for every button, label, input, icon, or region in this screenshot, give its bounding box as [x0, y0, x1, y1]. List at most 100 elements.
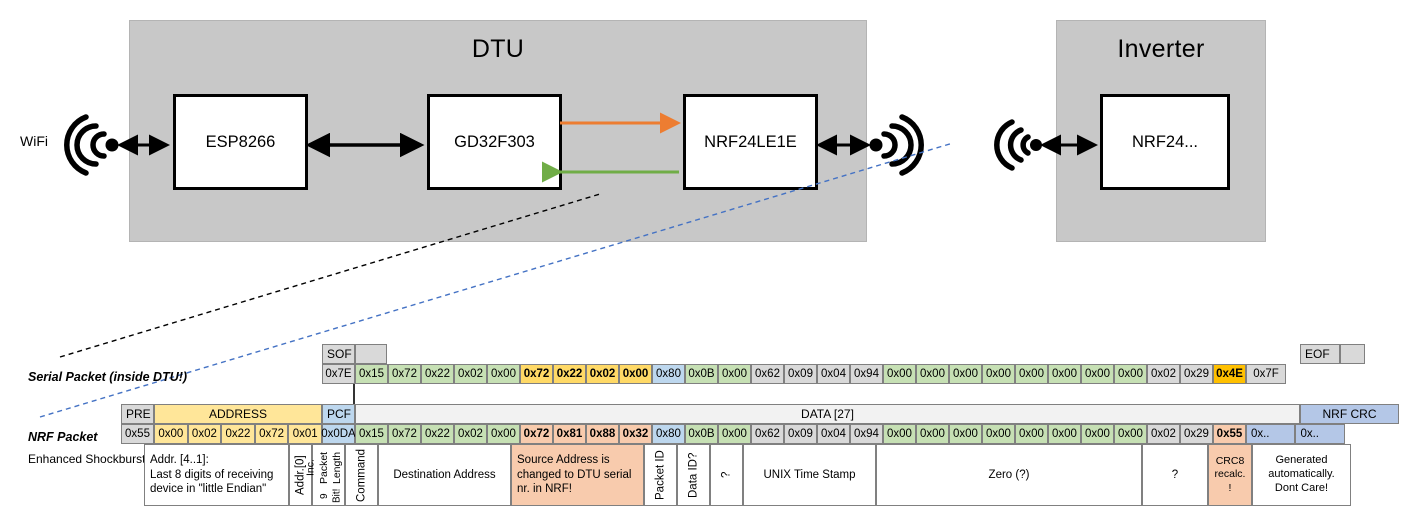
- nrf-byte-11: 0x00: [717, 424, 751, 444]
- nrf-address-byte-3: 0x72: [254, 424, 289, 444]
- nrf-crc-byte-0: 0x..: [1245, 424, 1296, 444]
- serial-byte-6: 0x22: [553, 364, 586, 384]
- nrf-address-header: ADDRESS: [154, 404, 322, 424]
- dtu-title: DTU: [471, 35, 525, 63]
- block-diagram: DTU ESP8266 GD32F303 NRF24LE1E WiFi Inve…: [20, 20, 1266, 242]
- nrf-address-byte-1: 0x02: [187, 424, 222, 444]
- chip-nrf24le1e-label: NRF24LE1E: [704, 132, 797, 151]
- serial-eof-header-spacer: [1340, 344, 1365, 364]
- desc-crc8: CRC8 recalc. !: [1208, 444, 1252, 506]
- nrf-byte-12: 0x62: [750, 424, 784, 444]
- serial-byte-26: 0x4E: [1213, 364, 1246, 384]
- desc-unknown-2: ?: [1142, 444, 1208, 506]
- serial-byte-20: 0x00: [1015, 364, 1048, 384]
- nrf-byte-17: 0x00: [915, 424, 949, 444]
- serial-eof-header-row: EOF: [1300, 344, 1365, 364]
- nrf-byte-2: 0x22: [420, 424, 454, 444]
- desc-unix-timestamp: UNIX Time Stamp: [743, 444, 876, 506]
- nrf-pre-value: 0x55: [121, 424, 154, 444]
- desc-pcf-len: Inc. Packet Length: [304, 451, 343, 484]
- serial-byte-10: 0x0B: [685, 364, 718, 384]
- desc-pcf-bits: 9 Bit!: [319, 488, 343, 503]
- serial-byte-16: 0x00: [883, 364, 916, 384]
- nrf-byte-26: 0x55: [1212, 424, 1246, 444]
- nrf-byte-4: 0x00: [486, 424, 520, 444]
- serial-header-row: SOF: [322, 344, 387, 364]
- nrf-address-byte-0: 0x00: [154, 424, 188, 444]
- wifi-label: WiFi: [20, 133, 48, 149]
- serial-byte-11: 0x00: [718, 364, 751, 384]
- chip-nrf24-label: NRF24...: [1131, 132, 1199, 151]
- nrf-crc-group: 0x..0x..: [1245, 424, 1345, 444]
- desc-data-id: Data ID?: [677, 444, 710, 506]
- nrf-byte-0: 0x15: [354, 424, 388, 444]
- serial-byte-25: 0x29: [1180, 364, 1213, 384]
- serial-byte-24: 0x02: [1147, 364, 1180, 384]
- serial-byte-21: 0x00: [1048, 364, 1081, 384]
- serial-byte-18: 0x00: [949, 364, 982, 384]
- serial-packet-label: Serial Packet (inside DTU!): [28, 370, 188, 384]
- desc-destination-address: Destination Address: [378, 444, 511, 506]
- serial-header-spacer: [355, 344, 387, 364]
- serial-byte-13: 0x09: [784, 364, 817, 384]
- nrf-byte-9: 0x80: [651, 424, 685, 444]
- chip-gd32f303-label: GD32F303: [454, 132, 535, 151]
- serial-sof-header: SOF: [322, 344, 355, 364]
- desc-zero: Zero (?): [876, 444, 1142, 506]
- nrf-byte-8: 0x32: [618, 424, 652, 444]
- nrf-byte-19: 0x00: [981, 424, 1015, 444]
- nrf-pre-header: PRE: [121, 404, 154, 424]
- nrf-pcf-value: 0x0DA: [321, 424, 356, 444]
- desc-command: Command: [345, 444, 378, 506]
- serial-byte-15: 0x94: [850, 364, 883, 384]
- serial-byte-8: 0x00: [619, 364, 652, 384]
- nrf-byte-5: 0x72: [519, 424, 553, 444]
- nrf-crc-byte-1: 0x..: [1295, 424, 1345, 444]
- serial-byte-23: 0x00: [1114, 364, 1147, 384]
- nrf-byte-24: 0x02: [1146, 424, 1180, 444]
- nrf-byte-21: 0x00: [1047, 424, 1081, 444]
- serial-byte-7: 0x02: [586, 364, 619, 384]
- desc-unknown-1: ?: [710, 444, 743, 506]
- serial-byte-17: 0x00: [916, 364, 949, 384]
- serial-byte-3: 0x02: [454, 364, 487, 384]
- nrf-byte-13: 0x09: [783, 424, 817, 444]
- desc-pcf: 9 Bit! Inc. Packet Length: [305, 444, 345, 506]
- nrf-byte-3: 0x02: [453, 424, 487, 444]
- serial-byte-22: 0x00: [1081, 364, 1114, 384]
- nrf-byte-22: 0x00: [1080, 424, 1114, 444]
- serial-byte-4: 0x00: [487, 364, 520, 384]
- serial-byte-1: 0x72: [388, 364, 421, 384]
- serial-byte-19: 0x00: [982, 364, 1015, 384]
- packet-tables: Serial Packet (inside DTU!) NRF Packet E…: [0, 340, 1406, 523]
- nrf-crc-header: NRF CRC: [1300, 404, 1399, 424]
- shockburst-label: Enhanced Shockburst: [28, 452, 146, 466]
- desc-address: Addr. [4..1]: Last 8 digits of receiving…: [144, 444, 289, 506]
- nrf-byte-6: 0x81: [552, 424, 586, 444]
- nrf-byte-20: 0x00: [1014, 424, 1048, 444]
- desc-nrf-crc: Generated automatically. Dont Care!: [1252, 444, 1351, 506]
- serial-eof-value: 0x7F: [1246, 364, 1286, 384]
- nrf-byte-16: 0x00: [882, 424, 916, 444]
- nrf-address-byte-2: 0x22: [221, 424, 255, 444]
- nrf-byte-10: 0x0B: [684, 424, 718, 444]
- chip-esp8266: ESP8266: [173, 94, 308, 190]
- serial-byte-5: 0x72: [520, 364, 553, 384]
- serial-byte-12: 0x62: [751, 364, 784, 384]
- nrf-pcf-header: PCF: [322, 404, 355, 424]
- nrf-byte-25: 0x29: [1179, 424, 1213, 444]
- nrf-byte-23: 0x00: [1113, 424, 1147, 444]
- desc-source-address: Source Address is changed to DTU serial …: [511, 444, 644, 506]
- serial-byte-0: 0x15: [355, 364, 388, 384]
- nrf-byte-15: 0x94: [849, 424, 883, 444]
- nrf-byte-1: 0x72: [387, 424, 421, 444]
- serial-eof-header: EOF: [1300, 344, 1340, 364]
- chip-nrf24le1e: NRF24LE1E: [683, 94, 818, 190]
- nrf-byte-14: 0x04: [816, 424, 850, 444]
- nrf-data-header: DATA [27]: [355, 404, 1300, 424]
